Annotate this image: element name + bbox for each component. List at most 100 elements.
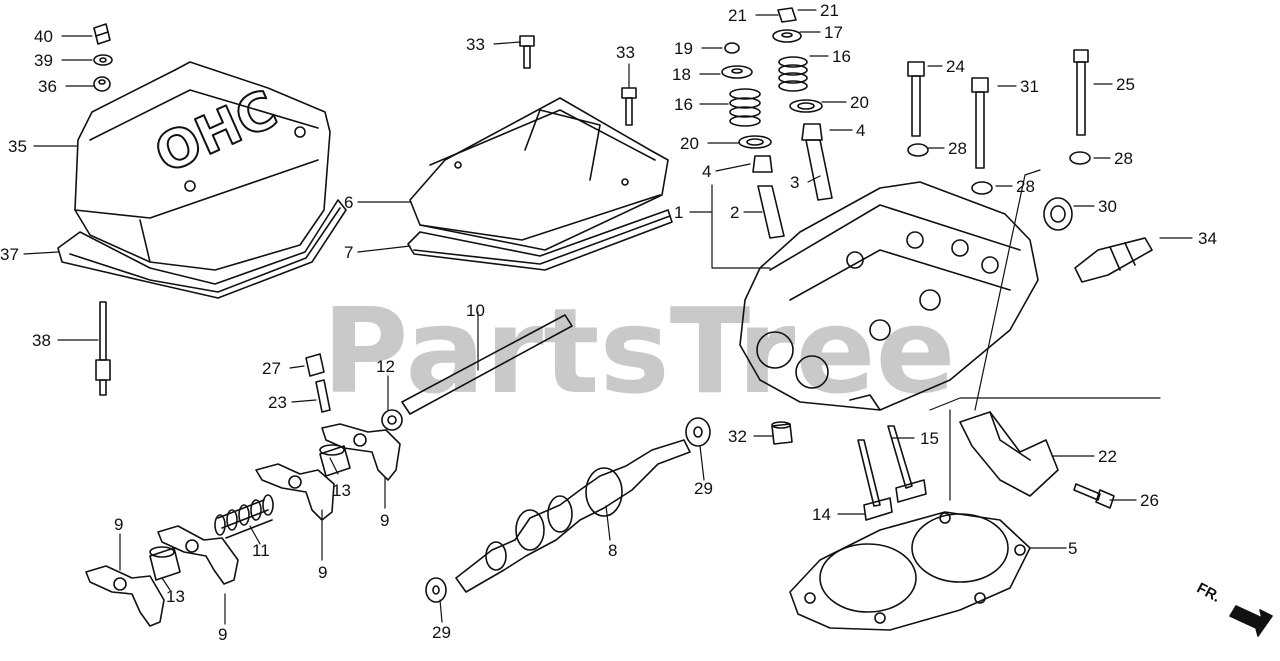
callout-19: 19: [674, 39, 693, 58]
watermark: PartsTree: [322, 282, 956, 420]
oil-seal-30-part[interactable]: [1043, 197, 1073, 231]
collar-13b-part[interactable]: [149, 546, 181, 581]
callout-23: 23: [268, 393, 287, 412]
callout-5: 5: [1068, 539, 1077, 558]
valve-guide-2-part[interactable]: [757, 185, 785, 239]
callout-16-upper: 16: [832, 47, 851, 66]
adjust-screw-23-part[interactable]: [315, 379, 331, 413]
callout-32: 32: [728, 427, 747, 446]
spring-16-lower-part[interactable]: [729, 88, 761, 127]
bolt-33-right-part[interactable]: [621, 87, 637, 126]
spark-plug-34-part[interactable]: [1074, 237, 1153, 283]
callout-13-upper: 13: [332, 481, 351, 500]
callout-16-lower: 16: [674, 95, 693, 114]
callout-29-upper: 29: [694, 479, 713, 498]
valve-cover-gasket-part[interactable]: [407, 209, 673, 271]
camshaft-8-part[interactable]: [455, 439, 691, 593]
nut-27-part[interactable]: [305, 353, 325, 377]
valve-15-part[interactable]: [887, 425, 927, 503]
callout-6: 6: [344, 193, 353, 212]
washer-39-part[interactable]: [93, 54, 113, 66]
bolt-25-part[interactable]: [1073, 49, 1089, 136]
callout-1: 1: [674, 203, 683, 222]
callout-28-b: 28: [1016, 177, 1035, 196]
collar-13a-part[interactable]: [319, 444, 351, 477]
callout-28-c: 28: [1114, 149, 1133, 168]
callout-33-right: 33: [616, 43, 635, 62]
retainer-18-part[interactable]: [721, 65, 753, 79]
callout-9-a: 9: [380, 511, 389, 530]
callout-39: 39: [34, 51, 53, 70]
spring-seat-20-upper-part[interactable]: [789, 99, 823, 113]
valve-guide-3-part[interactable]: [805, 139, 833, 201]
rocker-arm-9b-part[interactable]: [255, 463, 335, 521]
callout-9-d: 9: [218, 625, 227, 644]
washer-28a-part[interactable]: [907, 143, 929, 157]
bolt-24-part[interactable]: [907, 61, 925, 137]
callout-26: 26: [1140, 491, 1159, 510]
valve-seal-4-lower-part[interactable]: [752, 155, 773, 173]
valve-14-part[interactable]: [857, 439, 893, 521]
head-cover-part[interactable]: OHC: [74, 61, 331, 271]
callout-13-lower: 13: [166, 587, 185, 606]
callout-17: 17: [824, 23, 843, 42]
callout-24: 24: [946, 57, 965, 76]
front-marker-text: FR.: [1194, 579, 1223, 605]
leader-lines: [23, 9, 1193, 625]
callout-29-lower: 29: [432, 623, 451, 642]
collar-12-part[interactable]: [381, 409, 403, 431]
head-gasket-5-part[interactable]: [789, 511, 1031, 631]
callout-2: 2: [730, 203, 739, 222]
callout-4-lower: 4: [702, 162, 711, 181]
breather-22-part[interactable]: [959, 411, 1059, 497]
valve-cover-part[interactable]: [409, 97, 669, 251]
callout-9-c: 9: [114, 515, 123, 534]
front-direction-arrow: [1229, 605, 1273, 637]
callout-14: 14: [812, 505, 831, 524]
callout-28-a: 28: [948, 139, 967, 158]
washer-28c-part[interactable]: [1069, 151, 1091, 165]
rocker-arm-9d-part[interactable]: [85, 565, 165, 627]
callout-7: 7: [344, 243, 353, 262]
callout-3: 3: [790, 173, 799, 192]
valve-seal-4-upper-part[interactable]: [801, 123, 823, 141]
cotter-19-part[interactable]: [724, 42, 740, 54]
bolt-33-left-part[interactable]: [519, 35, 535, 69]
bolt-31-part[interactable]: [971, 77, 989, 169]
stud-bolt-part[interactable]: [95, 301, 111, 396]
washer-28b-part[interactable]: [971, 181, 993, 195]
callout-18: 18: [672, 65, 691, 84]
washer-29b-part[interactable]: [425, 577, 447, 603]
push-rod-10-part[interactable]: [401, 314, 573, 415]
callout-25: 25: [1116, 75, 1135, 94]
spring-seat-20-lower-part[interactable]: [738, 135, 772, 149]
callout-40: 40: [34, 27, 53, 46]
callout-4-upper: 4: [856, 121, 865, 140]
spring-11-part[interactable]: [214, 494, 274, 539]
rocker-arm-9a-part[interactable]: [321, 423, 401, 481]
callout-labels: 40 39 36 35 37 38 33 33 6 7 21 21 17 19 …: [0, 1, 1217, 644]
callout-33-left: 33: [466, 35, 485, 54]
callout-27: 27: [262, 359, 281, 378]
callout-31: 31: [1020, 77, 1039, 96]
cover-ohc-text: OHC: [147, 80, 286, 186]
callout-20-lower: 20: [680, 134, 699, 153]
bolt-26-part[interactable]: [1073, 483, 1115, 509]
callout-30: 30: [1098, 197, 1117, 216]
washer-29a-part[interactable]: [685, 417, 711, 447]
cap-nut-part[interactable]: [93, 23, 111, 45]
callout-21-right: 21: [820, 1, 839, 20]
pin-32-part[interactable]: [771, 421, 793, 445]
callout-22: 22: [1098, 447, 1117, 466]
callout-35: 35: [8, 137, 27, 156]
cylinder-head-part[interactable]: [739, 181, 1039, 411]
head-cover-gasket-part[interactable]: [57, 199, 347, 299]
callout-10: 10: [466, 301, 485, 320]
seal-washer-36-part[interactable]: [93, 76, 111, 92]
valve-keepers-21-part[interactable]: [777, 7, 797, 23]
retainer-17-part[interactable]: [772, 29, 802, 43]
rocker-arm-9c-part[interactable]: [157, 525, 239, 585]
spring-16-upper-part[interactable]: [778, 56, 808, 92]
